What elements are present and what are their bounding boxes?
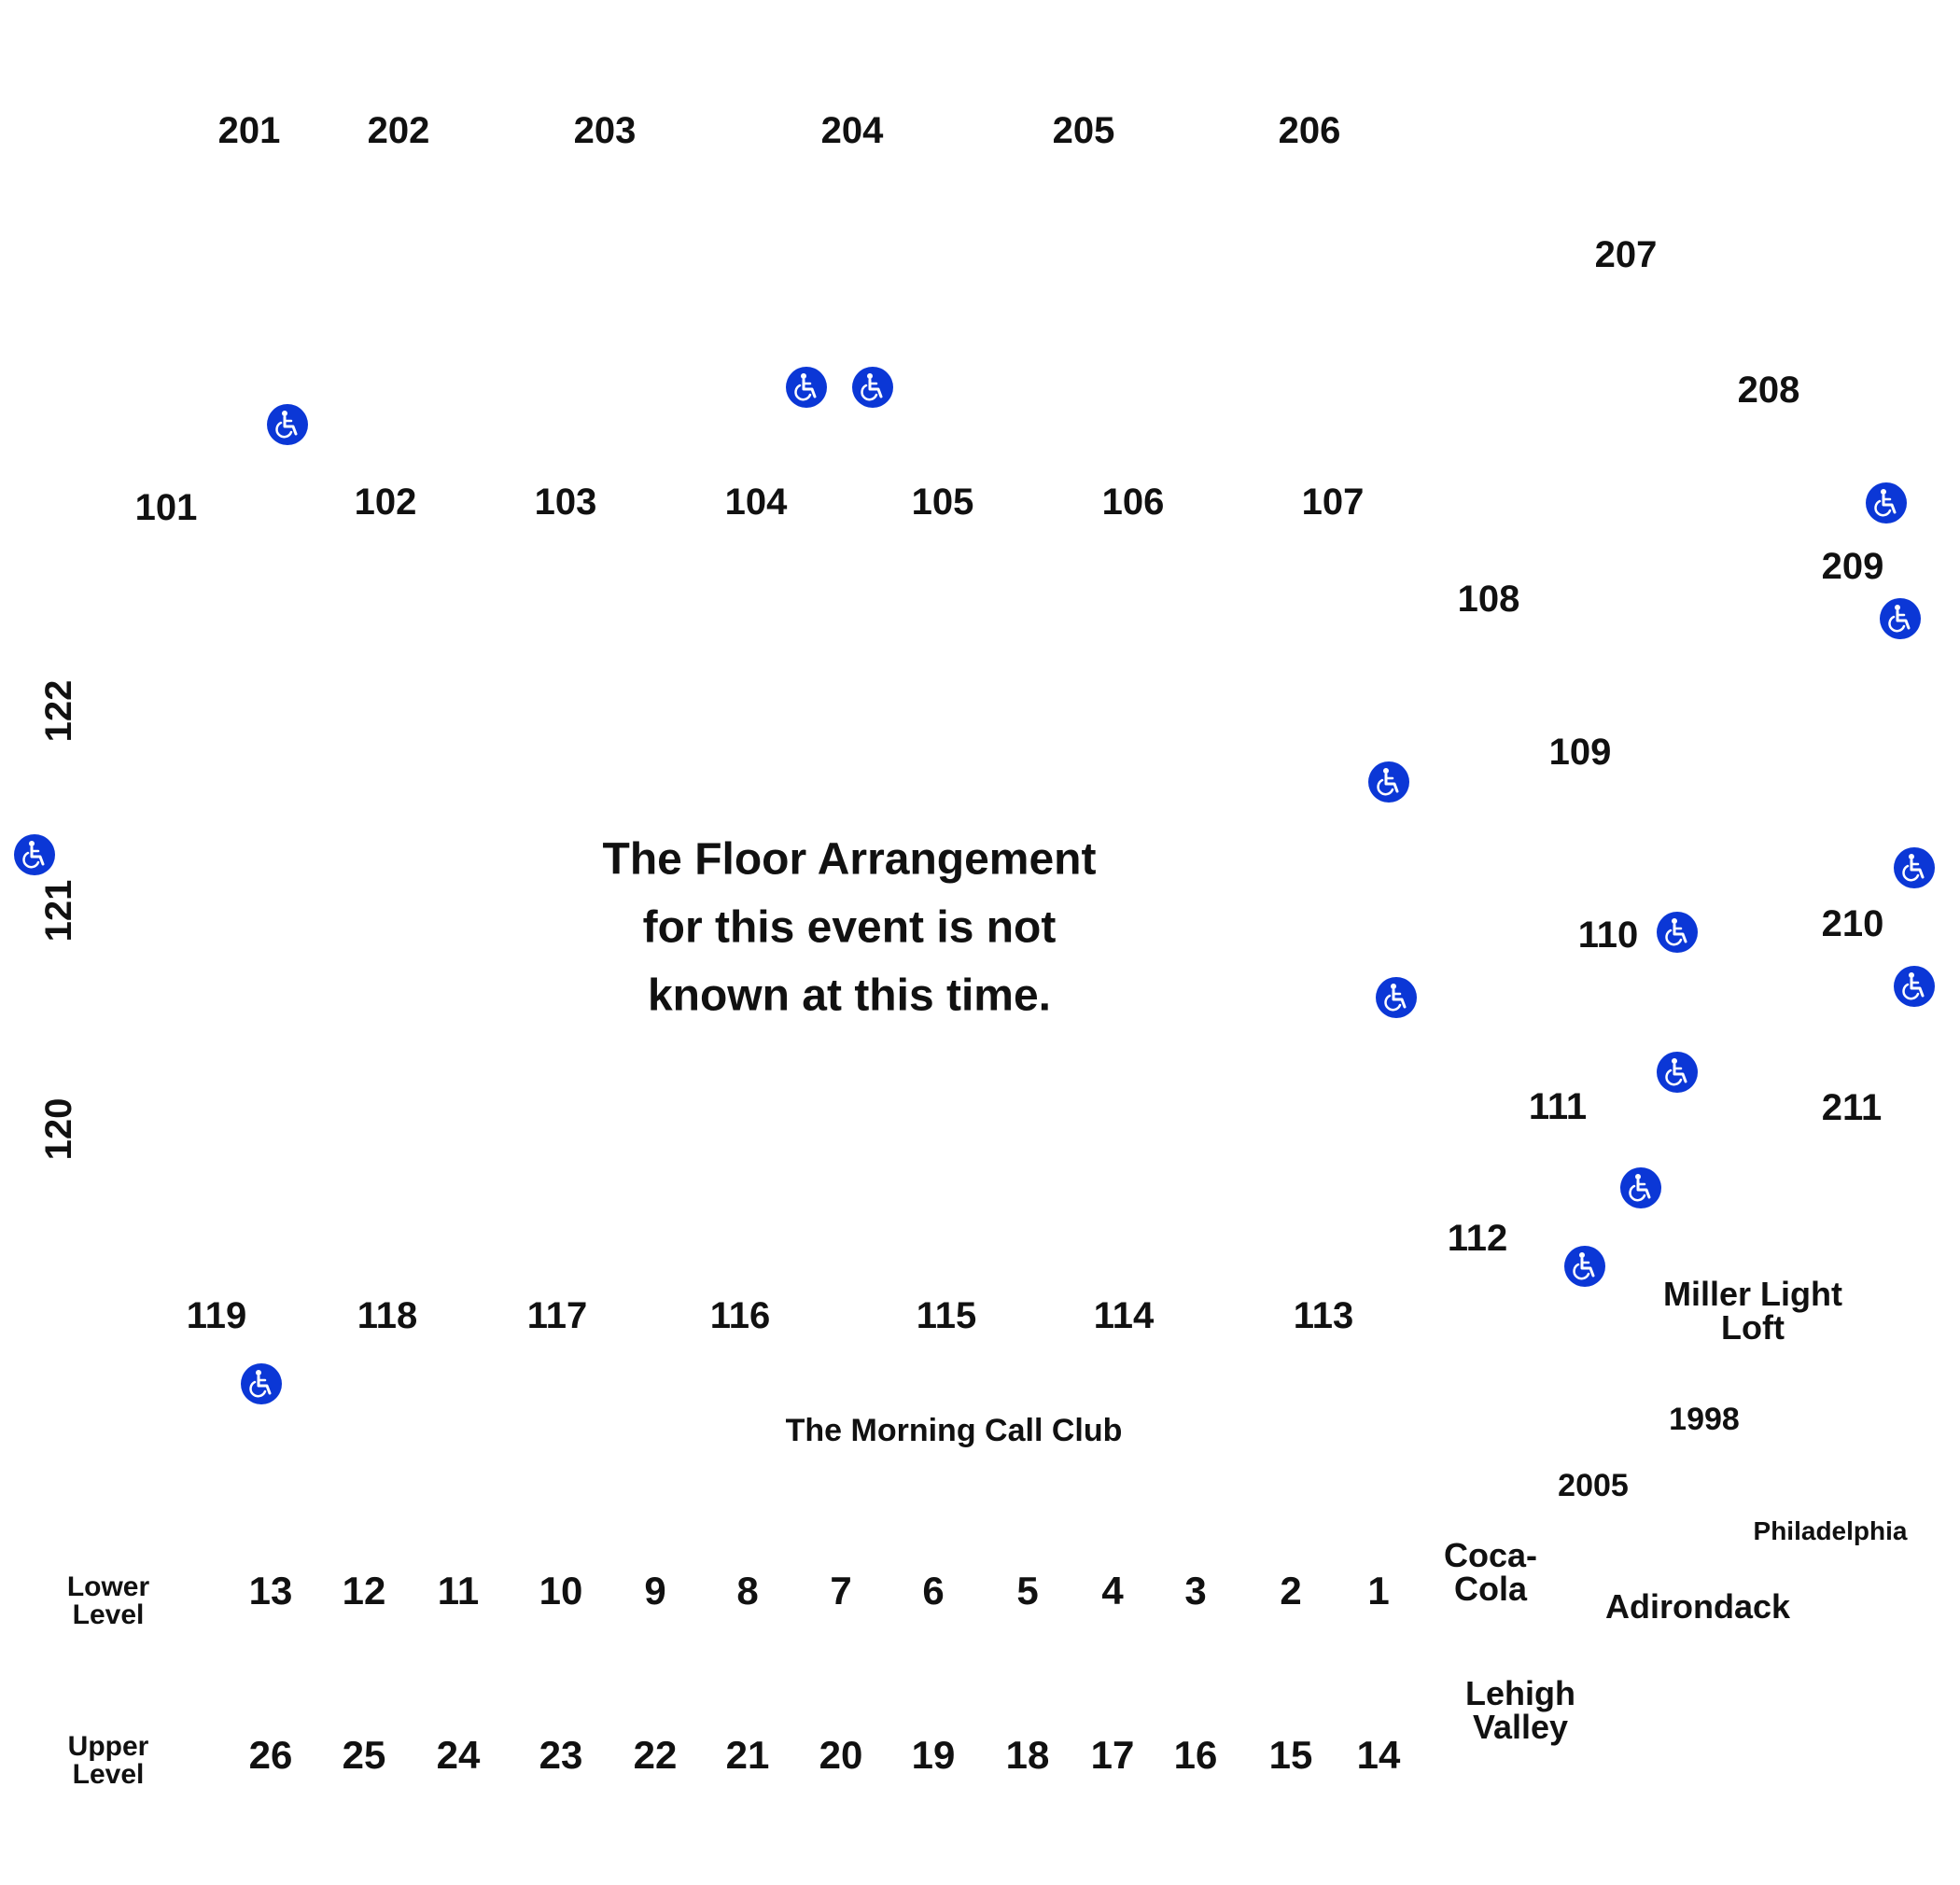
suite-4[interactable]: 4	[1101, 1569, 1124, 1613]
section-203[interactable]: 203	[573, 110, 637, 151]
suite-16[interactable]: 16	[1173, 1733, 1218, 1777]
section-211[interactable]: 211	[1821, 1087, 1883, 1128]
suite-6[interactable]: 6	[922, 1569, 945, 1613]
section-121[interactable]: 121	[38, 879, 79, 942]
suite-19[interactable]: 19	[911, 1733, 956, 1777]
section-115[interactable]: 115	[916, 1295, 977, 1336]
coca-cola-suite[interactable]: Coca- Cola	[1443, 1536, 1538, 1608]
suite-13[interactable]: 13	[248, 1569, 293, 1613]
lehigh-valley-suite[interactable]: Lehigh Valley	[1465, 1674, 1575, 1746]
club-2005[interactable]: 2005	[1558, 1468, 1629, 1503]
wheelchair-icon	[1376, 977, 1417, 1018]
section-107[interactable]: 107	[1301, 482, 1365, 523]
section-110[interactable]: 110	[1577, 915, 1639, 956]
section-209[interactable]: 209	[1821, 546, 1884, 587]
section-104[interactable]: 104	[724, 482, 788, 523]
wheelchair-icon	[1866, 482, 1907, 524]
section-118[interactable]: 118	[357, 1295, 418, 1336]
wheelchair-icon	[852, 367, 893, 408]
suite-9[interactable]: 9	[644, 1569, 666, 1613]
section-113[interactable]: 113	[1293, 1295, 1354, 1336]
suite-2[interactable]: 2	[1280, 1569, 1302, 1613]
wheelchair-icon	[1894, 966, 1935, 1007]
suite-5[interactable]: 5	[1016, 1569, 1039, 1613]
wheelchair-icon	[1620, 1167, 1661, 1208]
section-111[interactable]: 111	[1528, 1086, 1588, 1127]
suite-25[interactable]: 25	[342, 1733, 386, 1777]
suite-12[interactable]: 12	[342, 1569, 386, 1613]
section-105[interactable]: 105	[911, 482, 974, 523]
suite-10[interactable]: 10	[539, 1569, 583, 1613]
section-102[interactable]: 102	[354, 482, 417, 523]
section-103[interactable]: 103	[534, 482, 597, 523]
suite-21[interactable]: 21	[725, 1733, 770, 1777]
wheelchair-icon	[786, 367, 827, 408]
lower-level-label: Lower Level	[66, 1571, 150, 1630]
section-108[interactable]: 108	[1457, 579, 1520, 620]
section-206[interactable]: 206	[1278, 110, 1341, 151]
suite-15[interactable]: 15	[1268, 1733, 1313, 1777]
floor-arrangement-notice: The Floor Arrangement for this event is …	[602, 834, 1097, 1021]
suite-23[interactable]: 23	[539, 1733, 583, 1777]
section-202[interactable]: 202	[367, 110, 430, 151]
wheelchair-icon	[1894, 847, 1935, 888]
suite-14[interactable]: 14	[1356, 1733, 1401, 1777]
section-122[interactable]: 122	[38, 679, 79, 743]
section-117[interactable]: 117	[526, 1295, 588, 1336]
suite-26[interactable]: 26	[248, 1733, 293, 1777]
suite-18[interactable]: 18	[1005, 1733, 1050, 1777]
section-120[interactable]: 120	[38, 1097, 79, 1161]
suite-7[interactable]: 7	[830, 1569, 852, 1613]
wheelchair-icon	[1657, 1052, 1698, 1093]
suite-17[interactable]: 17	[1090, 1733, 1135, 1777]
suite-24[interactable]: 24	[436, 1733, 481, 1777]
section-207[interactable]: 207	[1594, 234, 1658, 275]
section-101[interactable]: 101	[134, 487, 198, 528]
club-1998[interactable]: 1998	[1669, 1402, 1740, 1437]
section-201[interactable]: 201	[217, 110, 281, 151]
section-208[interactable]: 208	[1737, 370, 1800, 411]
suite-11[interactable]: 11	[437, 1569, 480, 1613]
section-109[interactable]: 109	[1548, 732, 1612, 773]
wheelchair-icon	[1657, 912, 1698, 953]
section-114[interactable]: 114	[1093, 1295, 1155, 1336]
wheelchair-icon	[1368, 761, 1409, 803]
section-116[interactable]: 116	[709, 1295, 771, 1336]
upper-level-label: Upper Level	[67, 1731, 149, 1790]
section-210[interactable]: 210	[1821, 903, 1884, 944]
wheelchair-icon	[14, 834, 55, 875]
section-205[interactable]: 205	[1052, 110, 1115, 151]
suite-3[interactable]: 3	[1184, 1569, 1207, 1613]
suite-20[interactable]: 20	[819, 1733, 863, 1777]
wheelchair-icon	[267, 404, 308, 445]
section-204[interactable]: 204	[820, 110, 884, 151]
wheelchair-icon	[241, 1363, 282, 1404]
section-106[interactable]: 106	[1101, 482, 1165, 523]
wheelchair-icon	[1564, 1246, 1605, 1287]
suite-1[interactable]: 1	[1367, 1569, 1390, 1613]
section-119[interactable]: 119	[186, 1295, 247, 1336]
section-112[interactable]: 112	[1447, 1218, 1508, 1259]
adirondack-suite[interactable]: Adirondack	[1604, 1587, 1791, 1626]
philadelphia-suite[interactable]: Philadelphia	[1753, 1516, 1908, 1545]
suite-22[interactable]: 22	[633, 1733, 678, 1777]
suite-8[interactable]: 8	[736, 1569, 759, 1613]
wheelchair-icon	[1880, 598, 1921, 639]
miller-light-loft[interactable]: Miller Light Loft	[1663, 1275, 1842, 1347]
morning-call-club[interactable]: The Morning Call Club	[785, 1413, 1123, 1448]
